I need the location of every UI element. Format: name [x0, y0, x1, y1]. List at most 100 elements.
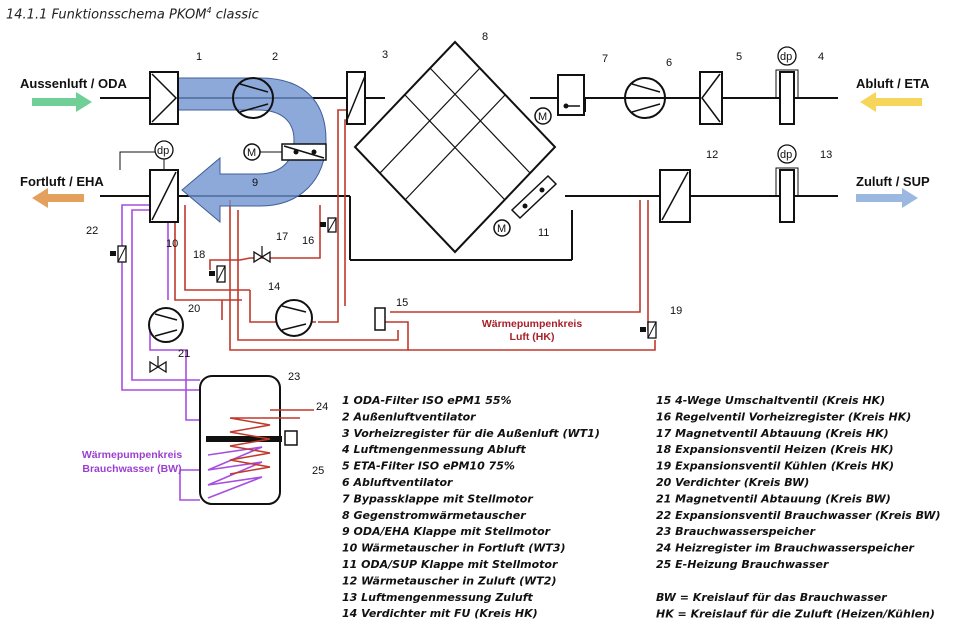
- legend-item: 7 Bypassklappe mit Stellmotor: [342, 492, 533, 505]
- svg-text:24: 24: [316, 401, 328, 413]
- svg-text:20: 20: [188, 303, 200, 315]
- dhw-storage-tank: [199, 375, 314, 505]
- svg-text:25: 25: [312, 465, 324, 477]
- svg-text:2: 2: [272, 51, 278, 63]
- legend-item: 8 Gegenstromwärmetauscher: [342, 509, 526, 522]
- expansion-valve-cooling: [640, 321, 657, 339]
- svg-text:10: 10: [166, 238, 178, 250]
- legend-item: 3 Vorheizregister für die Außenluft (WT1…: [342, 427, 600, 440]
- legend-item: 10 Wärmetauscher in Fortluft (WT3): [342, 542, 566, 555]
- expansion-valve-bw: [110, 245, 127, 263]
- legend-abbreviation: HK = Kreislauf für die Zuluft (Heizen/Kü…: [656, 607, 935, 620]
- legend-item: 4 Luftmengenmessung Abluft: [341, 443, 526, 456]
- svg-text:1: 1: [196, 51, 202, 63]
- legend-item: 2 Außenluftventilator: [342, 410, 476, 423]
- svg-text:M: M: [538, 111, 547, 123]
- control-valve-preheater: [320, 217, 337, 233]
- svg-text:19: 19: [670, 305, 682, 317]
- svg-text:13: 13: [820, 149, 832, 161]
- eha-arrow: [32, 188, 84, 208]
- hk-circuit-label-line1: Wärmepumpenkreis: [482, 318, 583, 330]
- page-title: 14.1.1 Funktionsschema PKOM4 classic: [6, 6, 259, 23]
- oda-label: Aussenluft / ODA: [20, 76, 128, 91]
- airflow-measurement-eta: dp: [775, 46, 799, 125]
- svg-text:11: 11: [538, 227, 549, 239]
- exhaust-fan: [624, 77, 666, 119]
- svg-text:17: 17: [276, 231, 288, 243]
- svg-text:18: 18: [193, 249, 205, 261]
- legend-abbreviations: BW = Kreislauf für das Brauchwasser HK = …: [656, 591, 935, 620]
- legend-abbreviation: BW = Kreislauf für das Brauchwasser: [656, 591, 887, 604]
- svg-text:7: 7: [602, 53, 608, 65]
- svg-text:M: M: [247, 147, 256, 159]
- svg-text:3: 3: [382, 49, 388, 61]
- legend-item: 24 Heizregister im Brauchwasserspeicher: [656, 542, 915, 555]
- hk-circuit-label-line2: Luft (HK): [510, 331, 555, 343]
- eha-label: Fortluft / EHA: [20, 174, 104, 189]
- legend-item: 6 Abluftventilator: [342, 476, 453, 489]
- compressor-bw: [148, 307, 184, 343]
- legend-right: 15 4-Wege Umschaltventil (Kreis HK) 16 Re…: [656, 394, 941, 571]
- svg-text:dp: dp: [780, 51, 792, 63]
- oda-filter: [149, 71, 179, 125]
- legend-item: 16 Regelventil Vorheizregister (Kreis HK…: [656, 410, 911, 423]
- svg-text:14: 14: [268, 281, 280, 293]
- legend-item: 25 E-Heizung Brauchwasser: [656, 558, 829, 571]
- preheater-wt1: [346, 71, 366, 125]
- svg-text:4: 4: [818, 51, 824, 63]
- oda-eha-damper: M: [243, 143, 327, 161]
- legend-item: 9 ODA/EHA Klappe mit Stellmotor: [342, 525, 551, 538]
- solenoid-valve-bw: [149, 356, 167, 374]
- heat-exchanger-wt3: dp: [119, 140, 179, 223]
- bypass-airflow-arrow: [169, 77, 327, 224]
- eta-filter: [699, 71, 723, 125]
- svg-text:22: 22: [86, 225, 98, 237]
- legend-left: 1 ODA-Filter ISO ePM1 55% 2 Außenluftvent…: [341, 394, 600, 620]
- legend-item: 17 Magnetventil Abtauung (Kreis HK): [656, 427, 889, 440]
- oda-arrow: [32, 92, 92, 112]
- svg-text:21: 21: [178, 348, 190, 360]
- legend-item: 15 4-Wege Umschaltventil (Kreis HK): [656, 394, 885, 407]
- svg-text:8: 8: [482, 31, 488, 43]
- svg-text:23: 23: [288, 371, 300, 383]
- motor-icon: M: [534, 107, 552, 125]
- svg-text:12: 12: [706, 149, 718, 161]
- supply-fan: [232, 77, 274, 119]
- legend-item: 11 ODA/SUP Klappe mit Stellmotor: [342, 558, 558, 571]
- expansion-valve-heating: [209, 265, 226, 283]
- eta-label: Abluft / ETA: [856, 76, 930, 91]
- svg-text:dp: dp: [780, 149, 792, 161]
- svg-text:dp: dp: [157, 145, 169, 157]
- legend-item: 19 Expansionsventil Kühlen (Kreis HK): [656, 460, 894, 473]
- legend-item: 23 Brauchwasserspeicher: [656, 525, 816, 538]
- legend-item: 21 Magnetventil Abtauung (Kreis BW): [656, 492, 891, 505]
- legend-item: 14 Verdichter mit FU (Kreis HK): [342, 607, 538, 620]
- bypass-damper: [557, 74, 585, 116]
- counterflow-heat-exchanger: [353, 40, 557, 254]
- bw-circuit-label-line1: Wärmepumpenkreis: [82, 449, 183, 461]
- legend-item: 5 ETA-Filter ISO ePM10 75%: [342, 460, 515, 473]
- airflow-measurement-sup: dp: [775, 144, 799, 223]
- sup-label: Zuluft / SUP: [856, 174, 930, 189]
- sup-arrow: [856, 188, 918, 208]
- svg-text:16: 16: [302, 235, 314, 247]
- bw-circuit-label-line2: Brauchwasser (BW): [82, 463, 181, 475]
- eta-arrow: [860, 92, 922, 112]
- svg-text:6: 6: [666, 57, 672, 69]
- svg-text:15: 15: [396, 297, 408, 309]
- compressor-hk: [275, 299, 313, 337]
- heat-exchanger-wt2: [659, 169, 691, 223]
- svg-text:M: M: [497, 223, 506, 235]
- legend-item: 18 Expansionsventil Heizen (Kreis HK): [656, 443, 894, 456]
- legend-item: 12 Wärmetauscher in Zuluft (WT2): [342, 574, 556, 587]
- component-numbers: 1 2 3 4 5 6 7 8 9 10 11 12 13 14 15 16 1…: [86, 31, 832, 477]
- legend-item: 1 ODA-Filter ISO ePM1 55%: [342, 394, 512, 407]
- legend-item: 22 Expansionsventil Brauchwasser (Kreis …: [656, 509, 941, 522]
- solenoid-valve-hk: [253, 246, 271, 264]
- svg-text:5: 5: [736, 51, 742, 63]
- oda-sup-damper: M: [493, 174, 558, 237]
- four-way-valve: [374, 307, 386, 331]
- legend-item: 20 Verdichter (Kreis BW): [656, 476, 809, 489]
- legend-item: 13 Luftmengenmessung Zuluft: [342, 591, 534, 604]
